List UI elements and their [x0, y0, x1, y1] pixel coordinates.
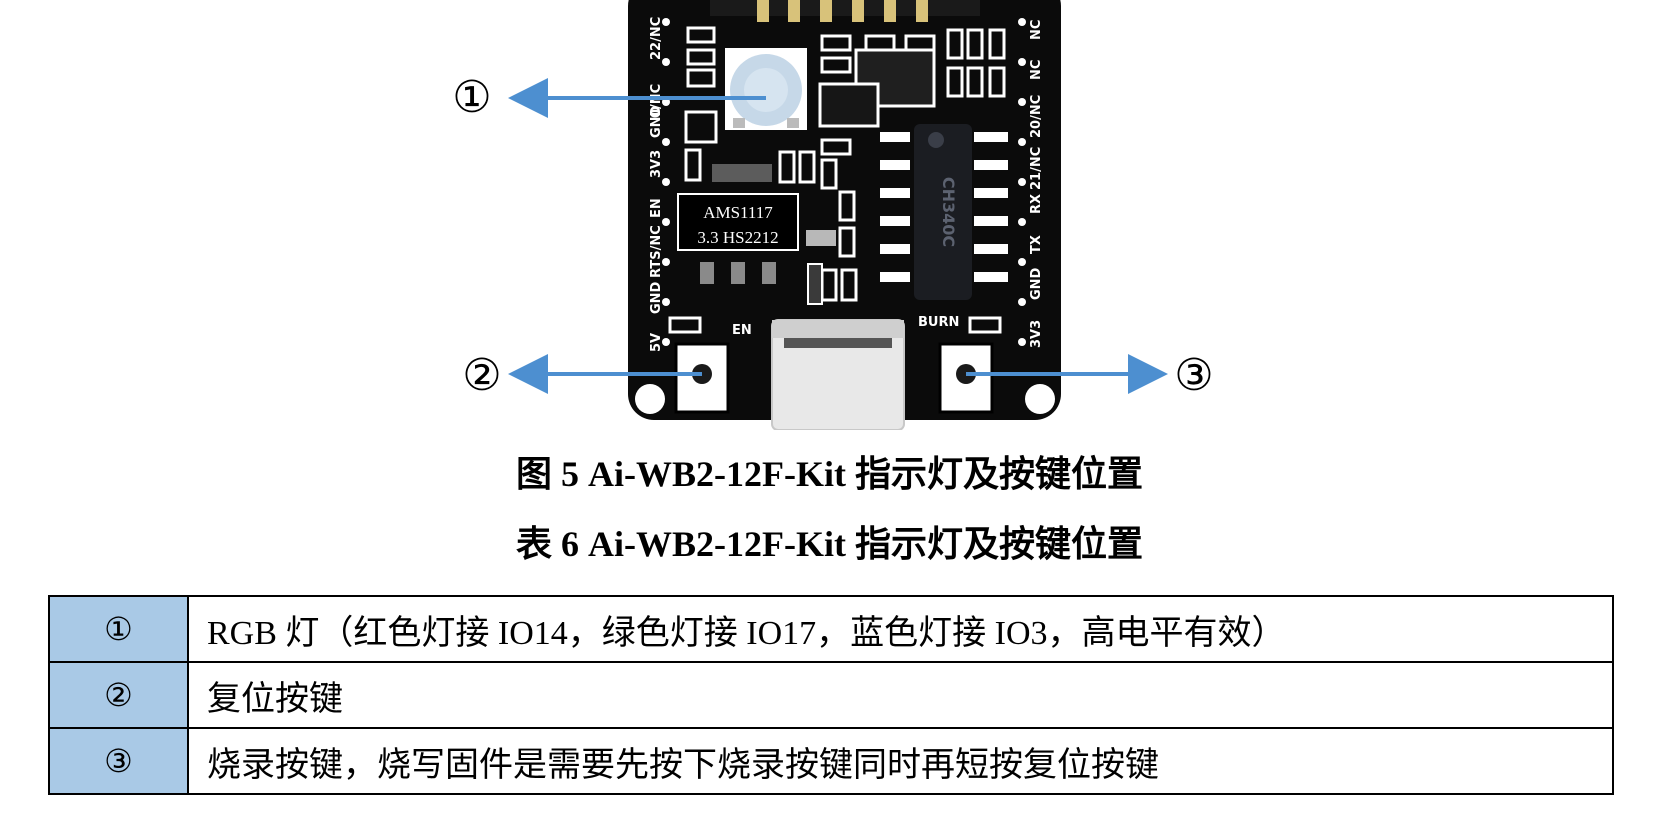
left-pin-label: GND [649, 281, 664, 314]
left-pin-label: 22/NC [649, 17, 664, 60]
burn-button[interactable] [938, 342, 994, 414]
en-label: EN [732, 323, 752, 338]
regulator-label-1: AMS1117 [703, 203, 773, 222]
right-pin-label: NC [1029, 60, 1044, 80]
figure-caption: 图 5 Ai-WB2-12F-Kit 指示灯及按键位置 [516, 454, 1143, 494]
rgb-led [725, 48, 807, 130]
smd-block-2 [818, 82, 880, 128]
smd-block [854, 48, 936, 108]
table-row: ① RGB 灯（红色灯接 IO14，绿色灯接 IO17，蓝色灯接 IO3，高电平… [48, 595, 1614, 663]
right-pin-label: 3V3 [1029, 320, 1044, 348]
board-illustration: 22/NC 0/NC GND 3V3 EN RTS/NC GND 5V NC N… [452, 0, 1214, 430]
row-description: 复位按键 [187, 661, 1614, 729]
crystal [806, 230, 836, 246]
right-pin-label: NC [1029, 20, 1044, 40]
regulator-label-2: 3.3 HS2212 [697, 228, 778, 247]
callout-3: ③ [1174, 350, 1213, 401]
mounting-hole-left [635, 384, 665, 414]
indicator-button-table: ① RGB 灯（红色灯接 IO14，绿色灯接 IO17，蓝色灯接 IO3，高电平… [48, 595, 1614, 795]
left-pin-labels: 22/NC 0/NC GND 3V3 EN RTS/NC GND 5V [649, 17, 664, 352]
voltage-regulator: AMS1117 3.3 HS2212 [677, 164, 799, 284]
usb-c-connector [771, 319, 905, 430]
row-description: 烧录按键，烧写固件是需要先按下烧录按键同时再短按复位按键 [187, 727, 1614, 795]
right-pin-label: TX [1029, 235, 1044, 254]
smd-components [668, 26, 1006, 334]
left-pin-label: 0/NC [649, 84, 664, 118]
right-pin-label: 21/NC [1029, 147, 1044, 190]
diode [807, 263, 823, 305]
left-pin-label: 5V [649, 333, 664, 352]
row-description: RGB 灯（红色灯接 IO14，绿色灯接 IO17，蓝色灯接 IO3，高电平有效… [187, 595, 1614, 663]
right-pin-labels: NC NC 20/NC 21/NC RX TX GND 3V3 [1029, 20, 1044, 348]
callout-2: ② [462, 350, 501, 401]
callout-1: ① [452, 72, 491, 123]
header-pins [757, 0, 928, 22]
table-row: ② 复位按键 [48, 661, 1614, 729]
row-number: ③ [48, 727, 189, 795]
row-number: ② [48, 661, 189, 729]
left-pin-label: GND [649, 105, 664, 138]
burn-label: BURN [918, 315, 959, 330]
mounting-hole-right [1025, 384, 1055, 414]
table-row: ③ 烧录按键，烧写固件是需要先按下烧录按键同时再短按复位按键 [48, 727, 1614, 795]
usb-serial-ic: CH340C [880, 124, 1008, 300]
reset-button[interactable] [674, 342, 730, 414]
left-pin-label: EN [649, 198, 664, 218]
row-number: ① [48, 595, 189, 663]
left-pin-label: RTS/NC [649, 225, 664, 278]
left-pin-label: 3V3 [649, 150, 664, 178]
right-pin-label: RX [1029, 194, 1044, 214]
table-caption: 表 6 Ai-WB2-12F-Kit 指示灯及按键位置 [516, 524, 1143, 564]
right-pin-label: 20/NC [1029, 95, 1044, 138]
module-header [710, 0, 980, 16]
ic-marking: CH340C [939, 177, 958, 247]
right-pin-label: GND [1029, 267, 1044, 300]
